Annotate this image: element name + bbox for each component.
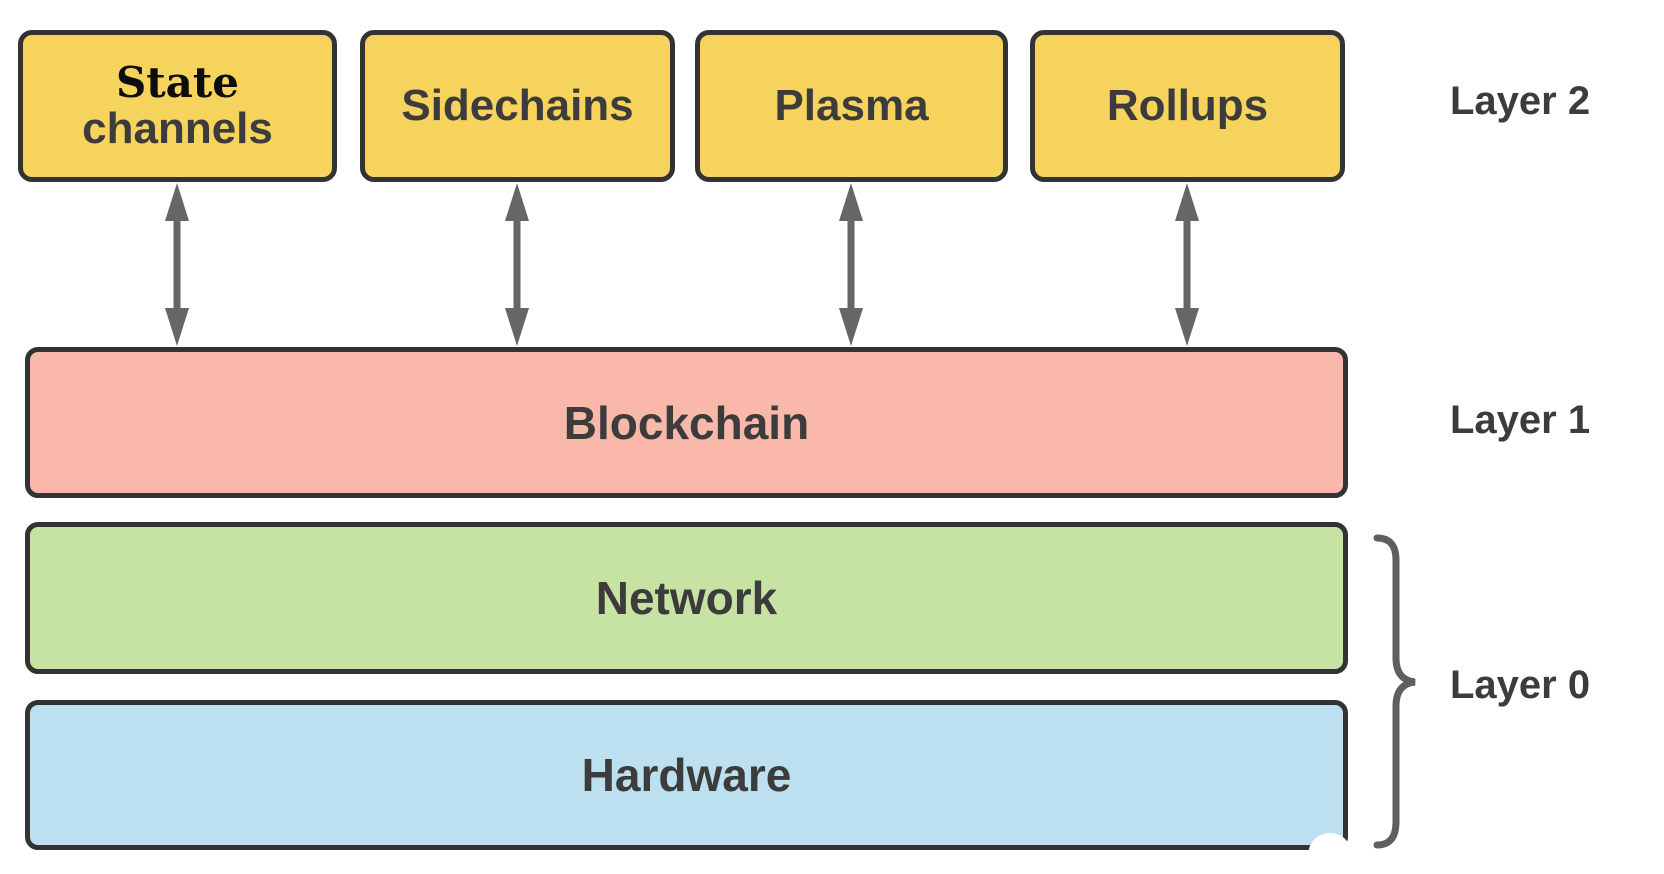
bar-hardware: Hardware — [25, 700, 1348, 850]
box-state-channels: State channels — [18, 30, 337, 182]
layer-1-label: Layer 1 — [1450, 398, 1591, 442]
bar-network-label: Network — [595, 572, 778, 624]
box-state-channels-line1: State — [115, 58, 240, 107]
box-sidechains: Sidechains — [360, 30, 675, 182]
layer-2-label: Layer 2 — [1450, 79, 1591, 123]
box-plasma-label: Plasma — [774, 81, 929, 130]
box-sidechains-label: Sidechains — [401, 81, 634, 130]
double-arrow-state-channels-icon — [165, 183, 189, 346]
bar-hardware-label: Hardware — [581, 749, 792, 801]
double-arrow-sidechains-icon — [505, 183, 529, 346]
bar-blockchain-label: Blockchain — [563, 396, 810, 449]
double-arrow-rollups-icon — [1175, 183, 1199, 346]
box-rollups: Rollups — [1030, 30, 1345, 182]
box-state-channels-line2: channels — [82, 104, 273, 153]
box-rollups-label: Rollups — [1106, 81, 1269, 130]
layer0-brace-icon — [1373, 534, 1416, 849]
double-arrow-plasma-icon — [839, 183, 863, 346]
box-plasma: Plasma — [695, 30, 1008, 182]
bar-blockchain: Blockchain — [25, 347, 1348, 498]
white-dot-artifact — [1308, 833, 1352, 874]
bar-network: Network — [25, 522, 1348, 674]
layer-0-label: Layer 0 — [1450, 663, 1591, 707]
